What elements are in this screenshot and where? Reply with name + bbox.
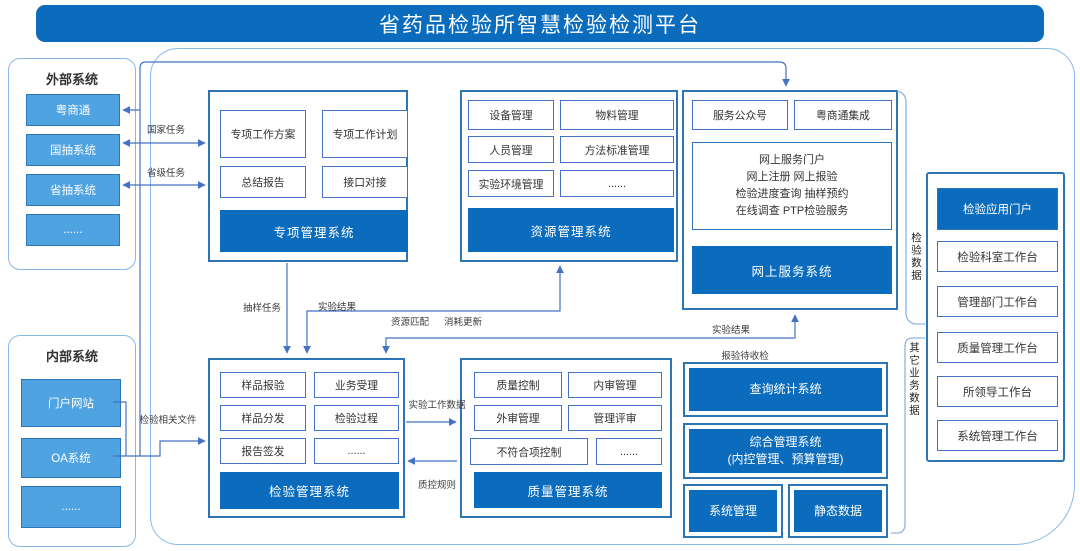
workbench-panel: 检验应用门户 检验科室工作台 管理部门工作台 质量管理工作台 所领导工作台 系统… <box>926 172 1065 462</box>
internal-systems-panel: 内部系统 门户网站 OA系统 ...... <box>8 335 136 547</box>
module-quality-more: ...... <box>596 438 662 465</box>
module-equipment-mgmt: 设备管理 <box>468 100 554 130</box>
external-systems-label: 外部系统 <box>45 72 98 87</box>
comprehensive-mgmt-title: 综合管理系统 (内控管理、预算管理) <box>689 429 882 473</box>
inspection-mgmt-system: 样品报验 业务受理 样品分发 检验过程 报告签发 ...... 检验管理系统 <box>208 358 405 518</box>
flow-label-provincial-task: 省级任务 <box>146 168 186 179</box>
page-title: 省药品检验所智慧检验检测平台 <box>36 5 1044 42</box>
module-method-standard-mgmt: 方法标准管理 <box>560 136 674 163</box>
module-yueshangtong-integration: 粤商通集成 <box>794 100 892 130</box>
module-summary-report: 总结报告 <box>220 166 306 198</box>
query-stats-title: 查询统计系统 <box>689 368 882 411</box>
internal-system-item: OA系统 <box>21 438 121 478</box>
workbench-inspection-portal: 检验应用门户 <box>937 188 1058 230</box>
system-mgmt-title: 系统管理 <box>689 490 777 532</box>
static-data-box: 静态数据 <box>788 484 888 538</box>
module-service-wechat: 服务公众号 <box>692 100 788 130</box>
module-inspection-process: 检验过程 <box>314 405 399 431</box>
workbench-mgmt-dept: 管理部门工作台 <box>937 286 1058 317</box>
special-mgmt-system: 专项工作方案 专项工作计划 总结报告 接口对接 专项管理系统 <box>208 90 408 262</box>
module-material-mgmt: 物料管理 <box>560 100 674 130</box>
flow-label-inspection-files: 检验相关文件 <box>139 415 197 426</box>
online-portal-box: 网上服务门户 网上注册 网上报验 检验进度查询 抽样预约 在线调查 PTP检验服… <box>692 142 892 230</box>
portal-line: 网上注册 网上报验 <box>746 171 838 183</box>
flow-label-experiment-result: 实验结果 <box>317 302 357 313</box>
module-quality-control: 质量控制 <box>474 372 562 398</box>
flow-label-experiment-work-data: 实验工作数据 <box>408 400 466 411</box>
module-sample-distribution: 样品分发 <box>220 405 306 431</box>
module-external-audit: 外审管理 <box>474 405 562 431</box>
system-mgmt-box: 系统管理 <box>683 484 783 538</box>
module-lab-environment-mgmt: 实验环境管理 <box>468 170 554 197</box>
module-special-plan: 专项工作方案 <box>220 110 306 158</box>
flow-label-consumption-update: 消耗更新 <box>443 317 483 328</box>
portal-line: 在线调查 PTP检验服务 <box>735 205 849 217</box>
vlabel-inspection-data: 检验数据 <box>910 232 922 282</box>
module-nonconformity-control: 不符合项控制 <box>470 438 588 465</box>
module-internal-audit: 内审管理 <box>568 372 662 398</box>
portal-line: 网上服务门户 <box>759 154 825 166</box>
flow-label-resource-match: 资源匹配 <box>390 317 430 328</box>
comprehensive-mgmt-subtitle: (内控管理、预算管理) <box>727 452 844 466</box>
flow-label-qc-rules: 质控规则 <box>417 480 457 491</box>
module-interface-docking: 接口对接 <box>322 166 408 198</box>
external-system-item: 省抽系统 <box>26 174 120 206</box>
internal-system-item: 门户网站 <box>21 379 121 427</box>
vlabel-other-business-data: 其它业务数据 <box>908 342 920 417</box>
module-sample-report: 样品报验 <box>220 372 306 398</box>
resource-mgmt-title: 资源管理系统 <box>468 208 674 252</box>
external-system-item: ...... <box>26 214 120 246</box>
query-stats-system: 查询统计系统 <box>683 362 888 417</box>
static-data-title: 静态数据 <box>794 490 882 532</box>
quality-mgmt-title: 质量管理系统 <box>474 472 662 508</box>
module-report-issuance: 报告签发 <box>220 438 306 464</box>
workbench-lab-dept: 检验科室工作台 <box>937 241 1058 272</box>
flow-label-experiment-result-online: 实验结果 <box>711 325 751 336</box>
module-mgmt-review: 管理评审 <box>568 405 662 431</box>
quality-mgmt-system: 质量控制 内审管理 外审管理 管理评审 不符合项控制 ...... 质量管理系统 <box>460 358 672 518</box>
module-resource-more: ...... <box>560 170 674 197</box>
workbench-leadership: 所领导工作台 <box>937 376 1058 407</box>
resource-mgmt-system: 设备管理 物料管理 人员管理 方法标准管理 实验环境管理 ...... 资源管理… <box>460 90 678 262</box>
inspection-mgmt-title: 检验管理系统 <box>220 472 399 509</box>
flow-label-national-task: 国家任务 <box>146 125 186 136</box>
online-service-system: 服务公众号 粤商通集成 网上服务门户 网上注册 网上报验 检验进度查询 抽样预约… <box>682 90 898 310</box>
internal-systems-label: 内部系统 <box>45 349 98 364</box>
online-service-title: 网上服务系统 <box>692 246 892 294</box>
flow-label-sampling-task: 抽样任务 <box>242 303 282 314</box>
module-inspection-more: ...... <box>314 438 399 464</box>
workbench-quality-mgmt: 质量管理工作台 <box>937 332 1058 363</box>
module-personnel-mgmt: 人员管理 <box>468 136 554 163</box>
workbench-system-mgmt: 系统管理工作台 <box>937 420 1058 451</box>
external-system-item: 粤商通 <box>26 94 120 126</box>
comprehensive-mgmt-title-line: 综合管理系统 <box>749 435 822 449</box>
module-special-schedule: 专项工作计划 <box>322 110 408 158</box>
external-systems-panel: 外部系统 粤商通 国抽系统 省抽系统 ...... <box>8 58 136 270</box>
external-system-item: 国抽系统 <box>26 134 120 166</box>
comprehensive-mgmt-system: 综合管理系统 (内控管理、预算管理) <box>683 423 888 479</box>
flow-label-pending-inspection: 报验待收检 <box>721 351 769 362</box>
portal-line: 检验进度查询 抽样预约 <box>735 188 849 200</box>
internal-system-item: ...... <box>21 486 121 528</box>
special-mgmt-title: 专项管理系统 <box>220 210 408 252</box>
module-business-acceptance: 业务受理 <box>314 372 399 398</box>
